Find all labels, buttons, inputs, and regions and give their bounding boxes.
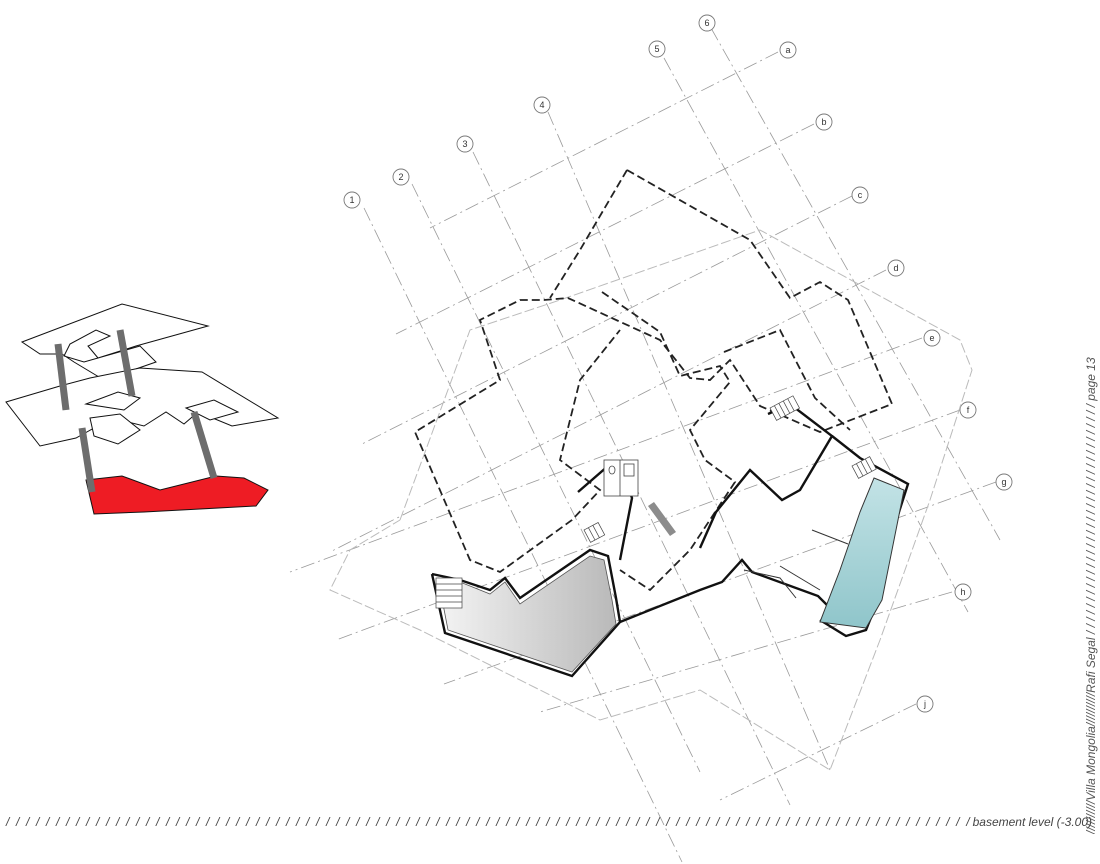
- grid-bubble-3: 3: [456, 135, 474, 153]
- axonometric-diagram: [5, 303, 280, 515]
- svg-text:d: d: [893, 263, 898, 273]
- page-number: page 13: [1084, 357, 1098, 401]
- svg-text:4: 4: [539, 100, 544, 110]
- grid-bubble-2: 2: [392, 168, 410, 186]
- grid-columns: [363, 27, 1001, 863]
- side-rule-prefix: //////////: [1084, 800, 1098, 834]
- svg-text:j: j: [923, 699, 926, 709]
- grid-bubble-e: e: [923, 329, 941, 347]
- grid-bubble-f: f: [959, 401, 977, 419]
- grid-bubble-1: 1: [343, 191, 361, 209]
- grid-bubble-j: j: [916, 695, 934, 713]
- architect-name: Rafi Segal: [1084, 637, 1098, 693]
- grid-bubble-6: 6: [698, 14, 716, 32]
- grid-bubble-5: 5: [648, 40, 666, 58]
- gray-room: [437, 555, 617, 673]
- grid-row-bubbles: a b c d e f g h j: [779, 41, 1013, 713]
- side-rule-suffix: / / / / / / / / / / / / / / / / / / / / …: [1084, 400, 1098, 638]
- grid-bubble-b: b: [815, 113, 833, 131]
- grid-bubble-d: d: [887, 259, 905, 277]
- site-ghost-outline: [329, 229, 973, 771]
- wc-fixtures: [603, 459, 639, 497]
- grid-rows: [289, 51, 997, 801]
- svg-text:1: 1: [349, 195, 354, 205]
- svg-text:h: h: [960, 587, 965, 597]
- svg-text:f: f: [967, 405, 970, 415]
- svg-text:a: a: [785, 45, 790, 55]
- side-title-block: //////////Villa Mongolia//////////Rafi S…: [1084, 8, 1098, 834]
- pool: [819, 477, 905, 629]
- svg-text:5: 5: [654, 44, 659, 54]
- grid-bubble-4: 4: [533, 96, 551, 114]
- grid-bubble-g: g: [995, 473, 1013, 491]
- project-name: Villa Mongolia: [1084, 726, 1098, 801]
- central-element: [648, 502, 676, 536]
- grid-bubble-a: a: [779, 41, 797, 59]
- svg-text:2: 2: [398, 172, 403, 182]
- grid-bubble-c: c: [851, 186, 869, 204]
- svg-text:e: e: [929, 333, 934, 343]
- svg-text:b: b: [821, 117, 826, 127]
- svg-text:c: c: [858, 190, 863, 200]
- grid-bubble-h: h: [954, 583, 972, 601]
- svg-text:g: g: [1001, 477, 1006, 487]
- side-rule-mid: //////////: [1084, 692, 1098, 727]
- grid-column-bubbles: 1 2 3 4 5 6: [343, 14, 716, 209]
- svg-text:3: 3: [462, 139, 467, 149]
- level-label: basement level (-3.00): [970, 815, 1092, 829]
- svg-text:6: 6: [704, 18, 709, 28]
- footer-slash-rule: / / / / / / / / / / / / / / / / / / / / …: [6, 815, 980, 829]
- upper-level-outline: [413, 169, 894, 592]
- basement-stairs: [435, 395, 877, 609]
